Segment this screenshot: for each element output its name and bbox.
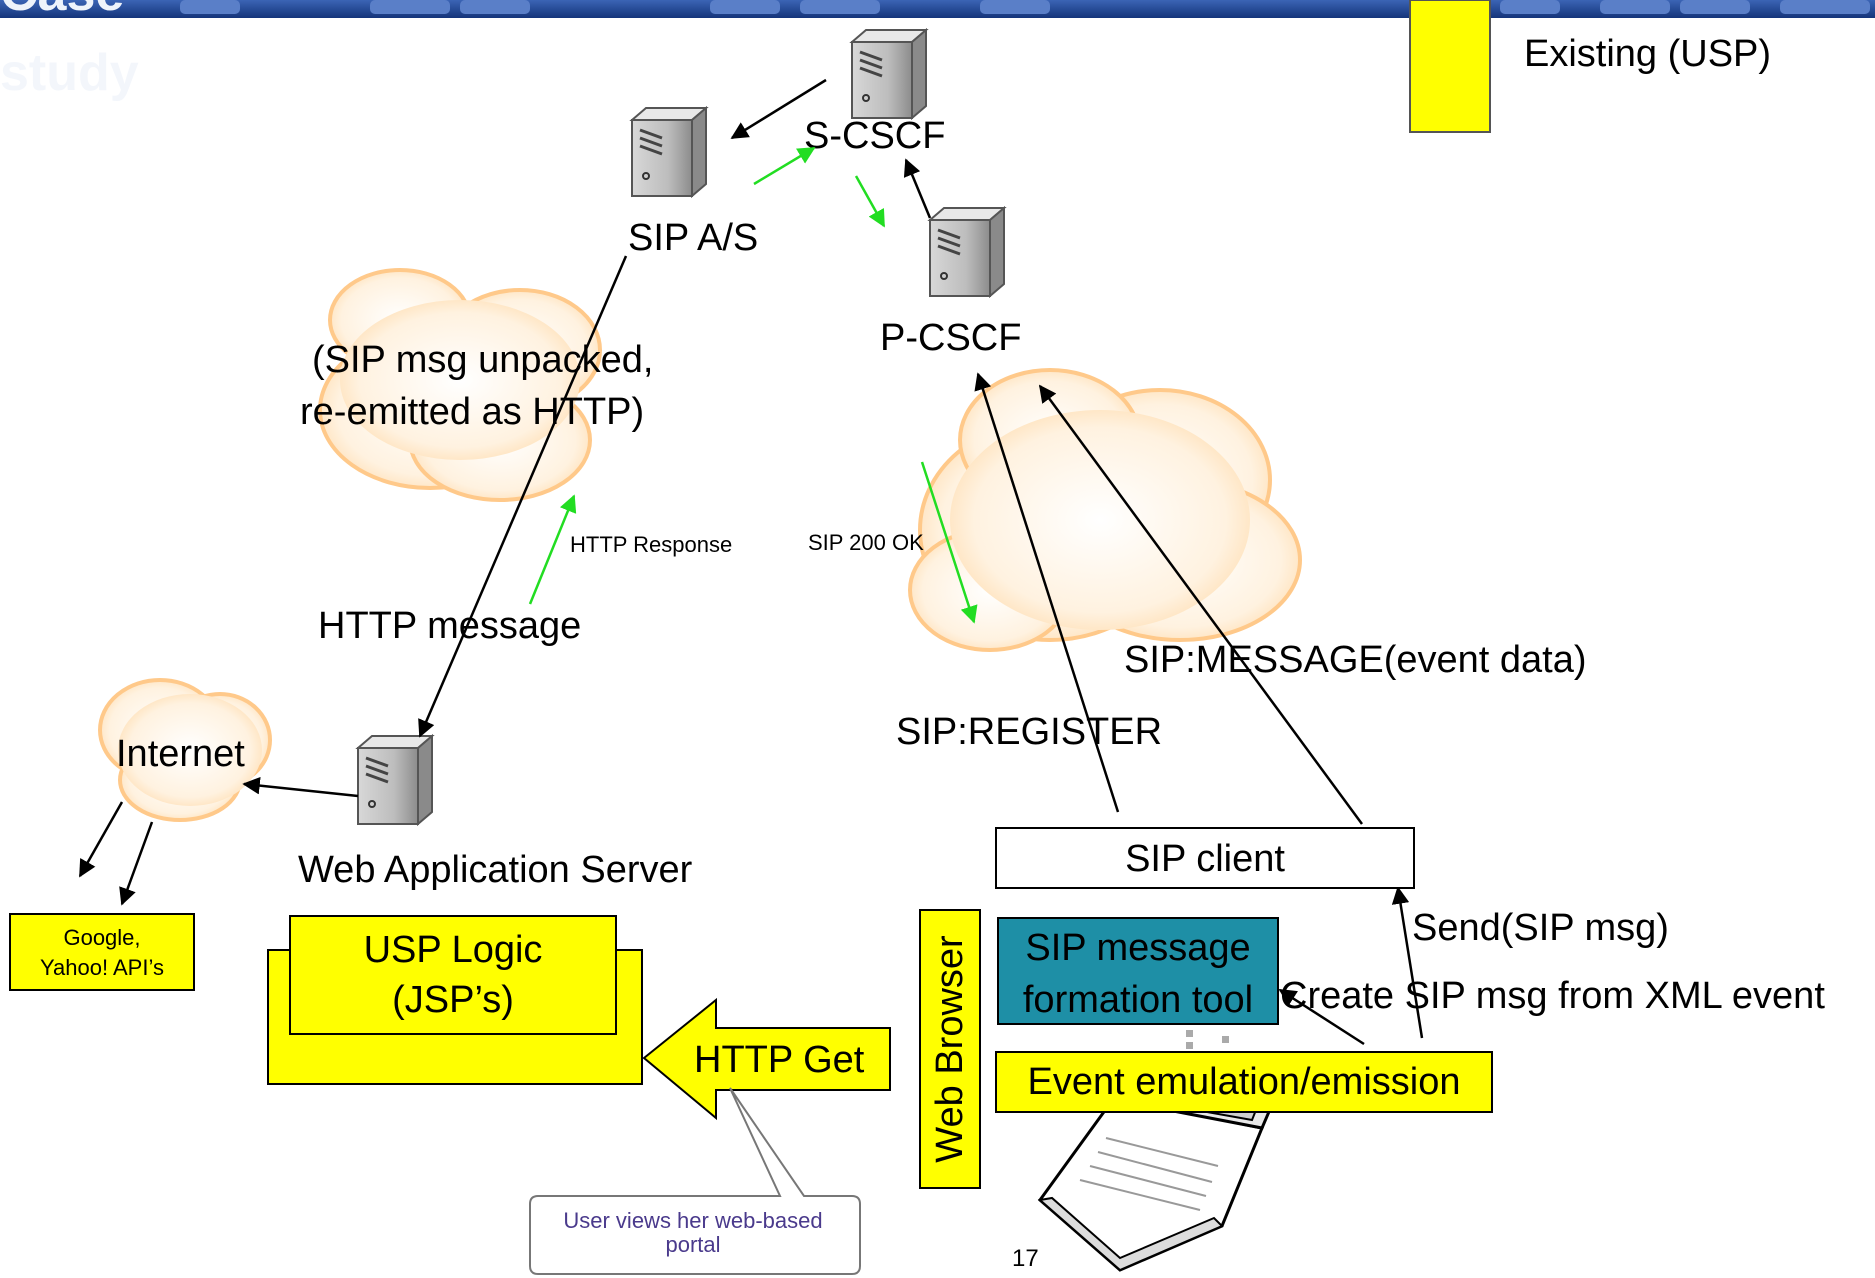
page-number: 17 (1012, 1245, 1039, 1272)
event-emulation-box (995, 1051, 1493, 1113)
cloud-icon (908, 368, 1302, 652)
web-browser-bar (919, 909, 981, 1189)
sip-message-label: SIP:MESSAGE(event data) (1124, 639, 1587, 681)
web-browser-label: Web Browser (929, 935, 971, 1163)
user-callout (529, 1087, 861, 1275)
create-label: Create SIP msg from XML event (1280, 975, 1825, 1017)
usp-logic-line2: (JSP’s) (392, 979, 514, 1021)
sip-as-label: SIP A/S (628, 217, 758, 259)
cloud-icon (318, 268, 602, 502)
header-bar (0, 0, 1875, 18)
sip-register-label: SIP:REGISTER (896, 711, 1162, 753)
sip-message-tool-line1: SIP message (1025, 927, 1250, 969)
usp-logic-box (289, 915, 617, 1035)
slide-title-line2: study (0, 44, 139, 102)
web-app-server-icon (356, 734, 434, 826)
sip-200-ok-label: SIP 200 OK (808, 530, 924, 555)
http-message-label: HTTP message (318, 605, 581, 647)
google-line1: Google, (63, 925, 140, 950)
web-app-server-label: Web Application Server (298, 849, 693, 891)
internet-label: Internet (116, 733, 245, 775)
connector-dots (1186, 1030, 1229, 1049)
slide-title-line1: Case (0, 0, 124, 22)
callout-line2: portal (665, 1232, 720, 1257)
usp-logic-line1: USP Logic (364, 929, 543, 971)
sip-message-tool-box (997, 917, 1279, 1025)
sip-as-server-icon (630, 106, 708, 198)
s-cscf-server-icon (850, 28, 928, 120)
google-line2: Yahoo! API’s (40, 955, 164, 980)
unpack-note-line1: (SIP msg unpacked, (312, 339, 653, 381)
unpack-note-line2: re-emitted as HTTP) (300, 391, 644, 433)
flow-arrows (78, 78, 1424, 1046)
http-get-arrow (642, 997, 891, 1121)
response-arrows (528, 146, 978, 624)
sip-client-box (995, 827, 1415, 889)
sip-client-label: SIP client (1125, 838, 1285, 880)
sip-message-tool-line2: formation tool (1023, 979, 1253, 1021)
legend-swatch (1409, 0, 1491, 133)
callout-line1: User views her web-based (563, 1208, 822, 1233)
event-emulation-label: Event emulation/emission (1028, 1061, 1461, 1103)
p-cscf-server-icon (928, 206, 1006, 298)
internet-cloud-icon (98, 678, 272, 822)
p-cscf-label: P-CSCF (880, 317, 1021, 359)
http-response-label: HTTP Response (570, 532, 732, 557)
google-api-box (9, 913, 195, 991)
send-label: Send(SIP msg) (1412, 907, 1669, 949)
s-cscf-label: S-CSCF (804, 115, 945, 157)
legend-label: Existing (USP) (1524, 33, 1771, 75)
http-get-label: HTTP Get (694, 1039, 865, 1081)
